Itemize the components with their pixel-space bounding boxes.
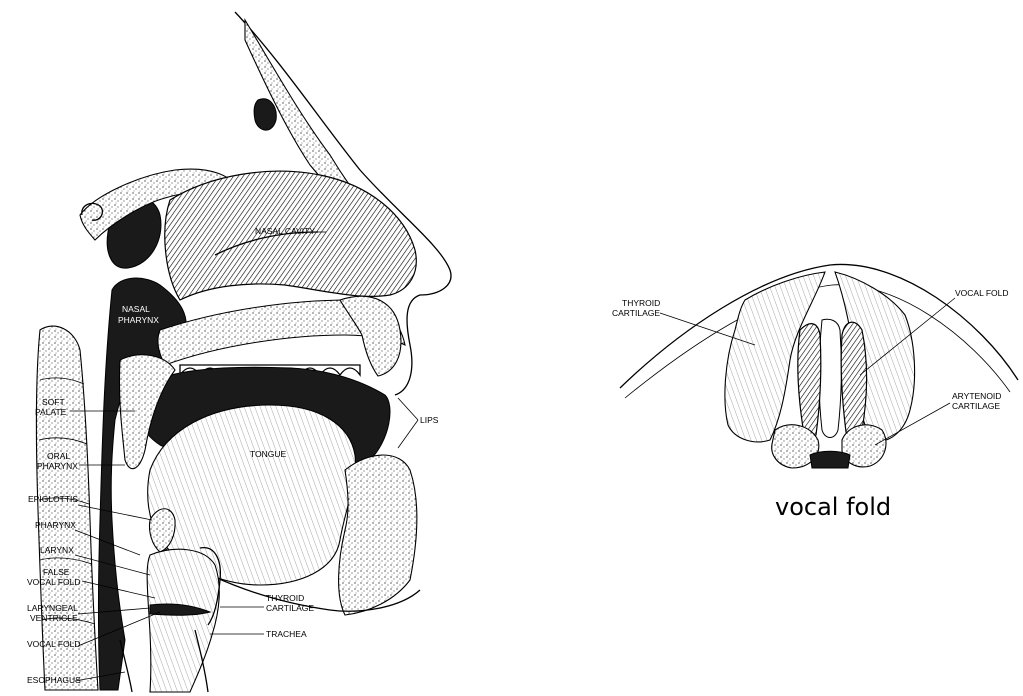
label-nasal-cavity: NASAL CAVITY [255, 226, 315, 236]
upper-lip [340, 296, 401, 376]
label-vocal-fold-left: VOCAL FOLD [27, 639, 81, 649]
label-soft-palate-1: SOFT [42, 397, 65, 407]
label-lips: LIPS [420, 415, 439, 425]
frontal-sinus [254, 99, 276, 130]
label-vocal-fold-right: VOCAL FOLD [955, 288, 1009, 298]
label-arytenoid-cartilage-2: CARTILAGE [952, 401, 1000, 411]
cervical-spine [36, 326, 98, 690]
glottis-opening [819, 319, 841, 437]
label-trachea: TRACHEA [266, 629, 307, 639]
vocal-fold-left [798, 324, 821, 438]
label-laryngeal-ventricle-2: VENTRICLE [30, 613, 78, 623]
label-arytenoid-cartilage-1: ARYTENOID [952, 391, 1001, 401]
label-larynx: LARYNX [40, 545, 74, 555]
label-esophagus: ESOPHAGUS [27, 675, 81, 685]
sagittal-head-section [36, 12, 451, 692]
label-soft-palate-2: PALATE [35, 407, 67, 417]
caption-vocal-fold: vocal fold [775, 493, 891, 521]
label-thyroid-cartilage-right-1: THYROID [622, 298, 660, 308]
label-epiglottis: EPIGLOTTIS [28, 494, 78, 504]
label-thyroid-cartilage-right-2: CARTILAGE [612, 308, 660, 318]
label-oral-pharynx-2: PHARYNX [37, 461, 78, 471]
label-false-vocal-fold-1: FALSE [43, 567, 70, 577]
label-false-vocal-fold-2: VOCAL FOLD [27, 577, 81, 587]
label-oral-pharynx-1: ORAL [47, 451, 70, 461]
label-thyroid-cartilage-2: CARTILAGE [266, 603, 314, 613]
label-thyroid-cartilage-1: THYROID [266, 593, 304, 603]
vocal-fold-right [841, 322, 866, 437]
larynx-structure [147, 549, 219, 692]
label-nasal-pharynx-2: PHARYNX [118, 315, 159, 325]
label-tongue: TONGUE [250, 449, 287, 459]
label-nasal-pharynx-1: NASAL [122, 304, 150, 314]
label-laryngeal-ventricle-1: LARYNGEAL [27, 603, 78, 613]
cartilage-base [810, 451, 850, 468]
label-pharynx: PHARYNX [35, 520, 76, 530]
lower-lip-chin [339, 455, 417, 615]
